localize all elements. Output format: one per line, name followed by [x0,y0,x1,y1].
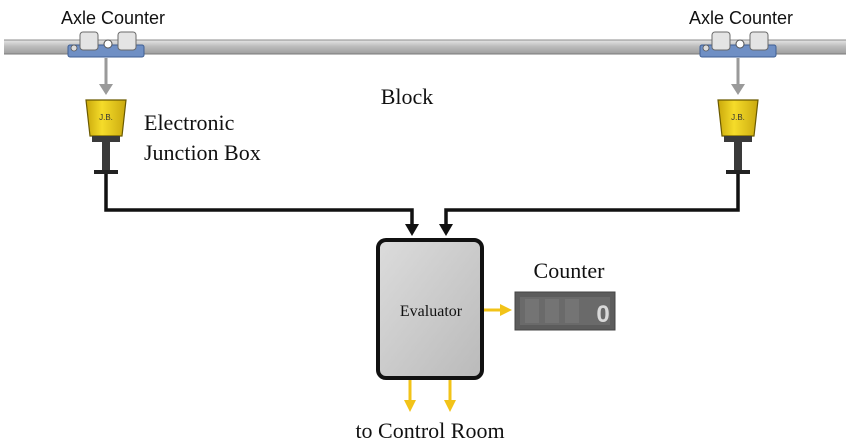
axle-counter-sensor-left [67,31,145,58]
axle-counter-sensor-right [699,31,777,58]
control-room-arrow-left [404,380,416,412]
evaluator-label: Evaluator [400,303,463,320]
junction-box-label-line2: Junction Box [144,140,261,165]
counter-label: Counter [534,258,606,283]
junction-box-left [85,99,127,174]
jb-tag-left: J.B. [99,113,113,122]
sensor-to-jb-arrow-right [731,58,745,95]
sensor-to-jb-arrow-left [99,58,113,95]
evaluator-box [376,238,484,380]
junction-box-right [717,99,759,174]
control-room-arrow-right [444,380,456,412]
axle-counter-label-right: Axle Counter [689,8,793,28]
evaluator-to-counter-arrow [484,304,512,316]
wire-right [439,174,740,236]
block-label: Block [381,84,434,109]
rail [4,39,846,55]
counter-display-digit: 0 [596,301,609,328]
junction-box-label-line1: Electronic [144,110,235,135]
axle-counter-label-left: Axle Counter [61,8,165,28]
jb-tag-right: J.B. [731,113,745,122]
counter-display [514,291,616,331]
control-room-label: to Control Room [355,418,504,443]
wire-left [104,174,419,236]
